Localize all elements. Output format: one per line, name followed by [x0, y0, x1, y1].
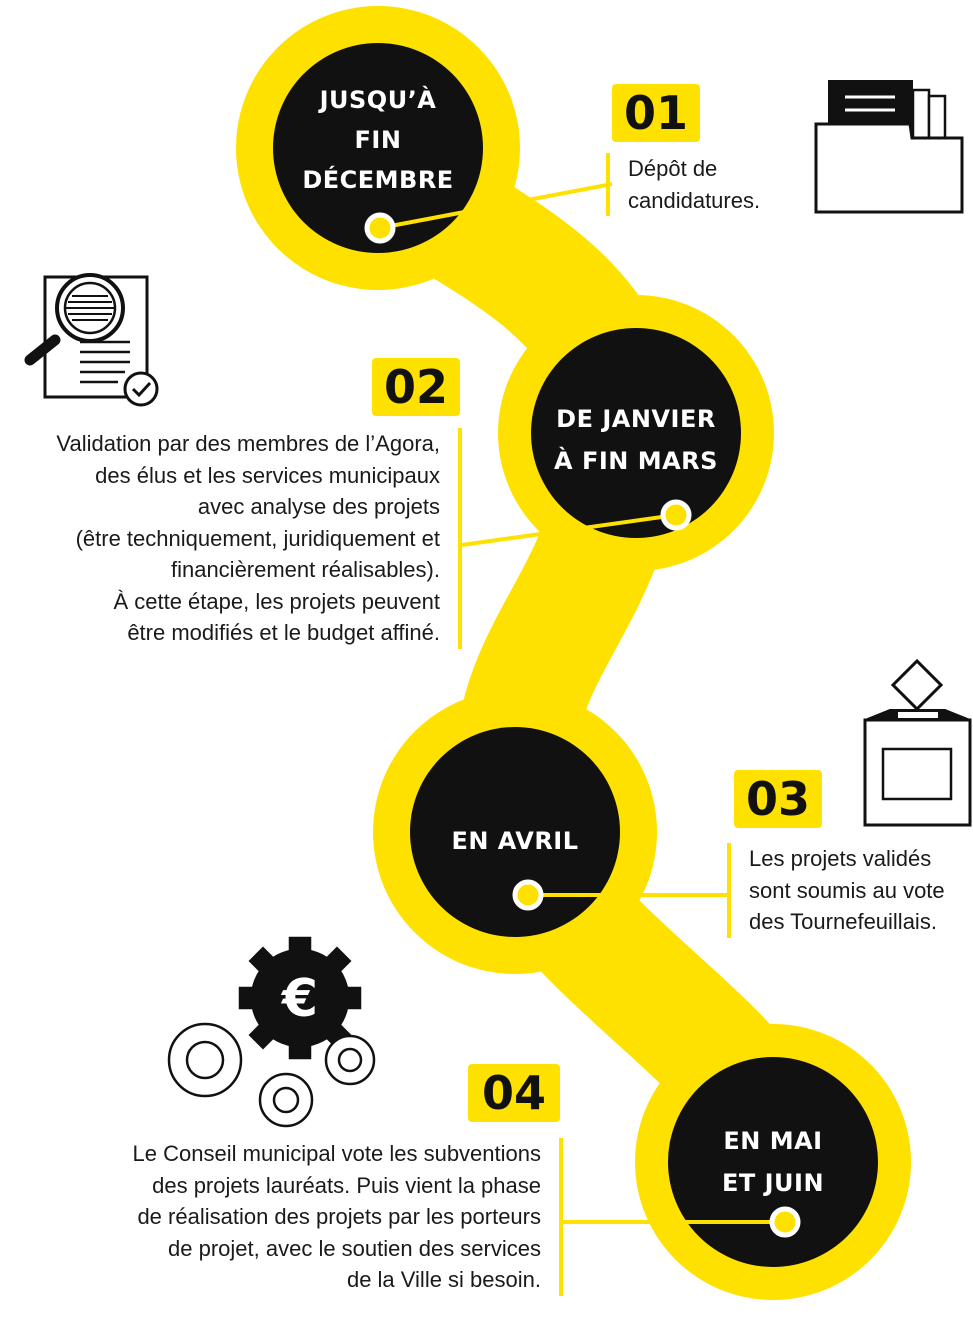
step-2-description-line: être modifiés et le budget affiné.: [127, 620, 440, 645]
step-1-description: Dépôt de candidatures.: [606, 153, 760, 216]
step-4-period-line: EN MAI: [723, 1127, 823, 1155]
gears-euro-icon: [167, 936, 376, 1128]
step-1-dot: [364, 212, 396, 244]
step-3-number-badge: 03: [734, 770, 822, 828]
step-4-description-line: de la Ville si besoin.: [346, 1267, 541, 1292]
step-1-pointer-line: [379, 182, 613, 230]
step-3-description-line: des Tournefeuillais.: [749, 909, 937, 934]
ballot-box-icon: [863, 658, 972, 827]
step-4-description-line: Le Conseil municipal vote les subvention…: [132, 1141, 541, 1166]
step-2-description: Validation par des membres de l’Agora, d…: [56, 428, 462, 649]
step-3-description: Les projets validés sont soumis au vote …: [727, 843, 945, 938]
step-4-description-line: des projets lauréats. Puis vient la phas…: [152, 1172, 541, 1198]
step-4-description-line: de réalisation des projets par les porte…: [137, 1204, 541, 1229]
step-4-description: Le Conseil municipal vote les subvention…: [133, 1138, 563, 1296]
step-2-description-line: avec analyse des projets: [197, 494, 440, 519]
step-4-circle: [668, 1057, 878, 1267]
step-1-description-line: candidatures.: [628, 187, 761, 213]
step-3-circle: [410, 727, 620, 937]
step-3-period: EN AVRIL: [435, 820, 595, 862]
step-4-period: EN MAI ET JUIN: [693, 1120, 853, 1204]
step-1-description-line: Dépôt de: [628, 156, 718, 181]
step-4-description-line: de projet, avec le soutien des services: [168, 1235, 541, 1261]
step-1-period-line: JUSQU’À: [319, 86, 437, 114]
step-4-dot: [769, 1206, 801, 1238]
step-3-period-line: EN AVRIL: [451, 827, 579, 855]
step-2-period-line: À FIN MARS: [554, 447, 718, 475]
step-2-dot: [660, 499, 692, 531]
step-2-description-line: des élus et les services municipaux: [95, 462, 440, 488]
folder-icon: [814, 80, 964, 214]
step-2-period-line: DE JANVIER: [556, 405, 716, 433]
step-3-dot: [512, 879, 544, 911]
step-3-description-line: sont soumis au vote: [749, 877, 945, 903]
step-2-circle: [531, 328, 741, 538]
step-2-pointer-line: [461, 513, 677, 547]
euro-symbol: €: [281, 969, 318, 1029]
step-4-number-badge: 04: [468, 1064, 560, 1122]
step-4-period-line: ET JUIN: [721, 1169, 825, 1197]
step-1-period-line: DÉCEMBRE: [302, 166, 454, 194]
step-2-number-badge: 02: [372, 358, 460, 416]
step-1-period: JUSQU’À FIN DÉCEMBRE: [298, 80, 458, 200]
step-2-description-line: financièrement réalisables).: [170, 557, 440, 582]
step-2-description-line: À cette étape, les projets peuvent: [113, 588, 440, 614]
step-3-description-line: Les projets validés: [749, 846, 932, 871]
document-magnifier-icon: [24, 273, 159, 407]
step-2-description-line: (être techniquement, juridiquement et: [75, 525, 440, 551]
step-2-description-line: Validation par des membres de l’Agora,: [56, 431, 440, 456]
step-1-number-badge: 01: [612, 84, 700, 142]
step-1-period-line: FIN: [354, 126, 402, 154]
step-1-circle: [273, 43, 483, 253]
step-2-period: DE JANVIER À FIN MARS: [546, 398, 726, 482]
